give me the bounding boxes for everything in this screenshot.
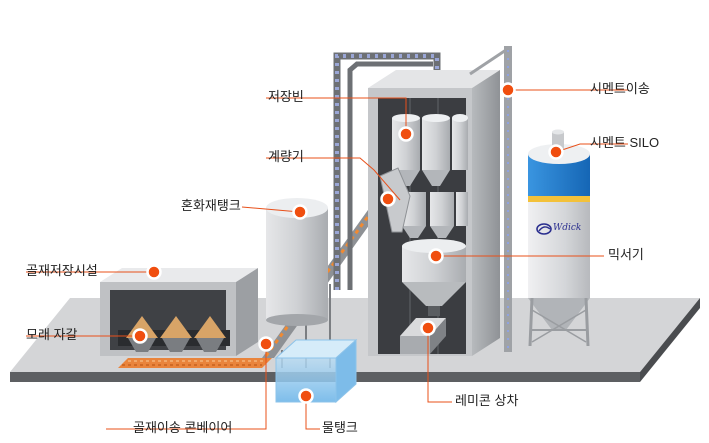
marker-mixer <box>428 248 444 264</box>
label-water-tank: 물탱크 <box>322 420 358 435</box>
silo-logo-text: Wdick <box>553 223 582 233</box>
marker-remicon <box>420 320 436 336</box>
marker-conveyor <box>258 336 274 352</box>
label-admix-tank: 혼화재탱크 <box>181 198 241 213</box>
marker-storage-bin <box>398 126 414 142</box>
leader-silo <box>555 143 628 153</box>
marker-sand-gravel <box>132 328 148 344</box>
marker-silo <box>548 144 564 160</box>
marker-dots <box>132 82 564 404</box>
storage-bin-3 <box>452 114 468 170</box>
admixture-tank <box>266 198 328 326</box>
marker-water-tank <box>298 388 314 404</box>
label-cement-silo: 시멘트 SILO <box>590 135 660 150</box>
marker-admix <box>292 204 308 220</box>
hopper-2 <box>160 316 192 352</box>
label-storage-bin: 저장빈 <box>268 89 304 104</box>
horizontal-conveyor <box>118 358 272 368</box>
bucket-elevator <box>333 52 441 290</box>
hopper-3 <box>194 316 226 352</box>
storage-bin-2 <box>422 114 450 186</box>
leader-storage-bin <box>266 97 407 134</box>
leader-weigher <box>266 157 401 201</box>
leader-remicon <box>427 328 452 403</box>
marker-weigher <box>380 191 396 207</box>
label-remicon-loading: 레미콘 상차 <box>455 393 519 408</box>
leader-lines <box>26 89 628 430</box>
truck-loading <box>400 318 446 354</box>
label-weigher: 계량기 <box>268 149 304 164</box>
water-tank <box>274 338 358 404</box>
cement-silo <box>528 129 590 347</box>
label-mixer: 믹서기 <box>608 247 644 262</box>
label-cement-transfer: 시멘트이송 <box>590 81 650 96</box>
sand-gravel-hoppers <box>126 316 226 352</box>
leader-admix <box>241 206 301 213</box>
weigh-hopper-2 <box>430 192 454 238</box>
silo-logo-mark <box>536 223 552 235</box>
weigh-hopper-3 <box>456 192 468 226</box>
leader-conveyor <box>106 344 267 430</box>
leader-water-tank <box>305 396 320 430</box>
label-sand-gravel: 모래 자갈 <box>26 327 78 342</box>
label-aggregate-storage: 골재저장시설 <box>26 263 98 278</box>
cement-transfer-pipe <box>469 46 512 352</box>
label-aggregate-conveyor: 골재이송 콘베이어 <box>133 420 233 435</box>
marker-aggregate-storage <box>146 264 162 280</box>
marker-cement-transfer <box>500 82 516 98</box>
